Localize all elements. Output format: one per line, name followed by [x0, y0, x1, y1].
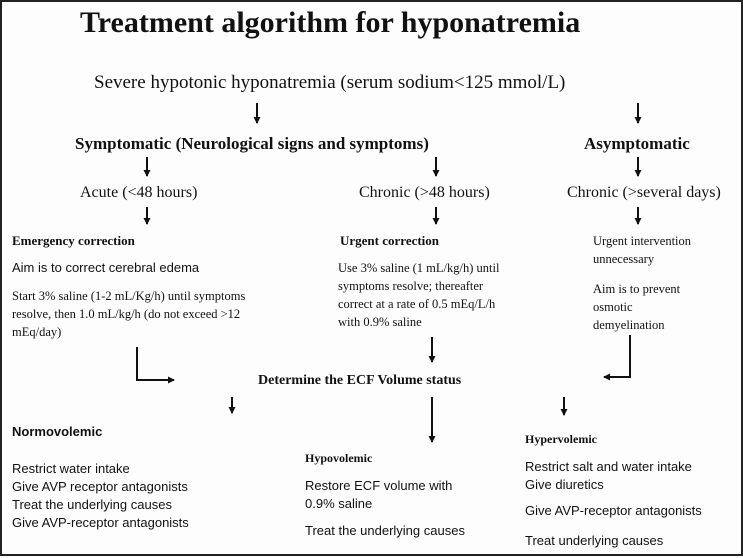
prevent-demyelination-line: demyelination	[593, 318, 665, 332]
hypovolemic-list: Restore ECF volume with 0.9% saline	[305, 477, 505, 513]
node-asymptomatic: Asymptomatic	[584, 134, 690, 153]
urgent-correction-line: symptoms resolve; thereafter	[338, 279, 484, 293]
emergency-correction-aim: Aim is to correct cerebral edema	[12, 260, 200, 275]
emergency-correction-line: mEq/day)	[12, 325, 62, 339]
hypervolemic-list: Restrict salt and water intake Give diur…	[525, 458, 740, 494]
hypervolemic-item: Treat underlying causes	[525, 533, 664, 548]
normovolemic-item: Give AVP receptor antagonists	[12, 479, 188, 494]
urgent-correction-line: correct at a rate of 0.5 mEq/L/h	[338, 297, 496, 311]
node-chronic-48: Chronic (>48 hours)	[359, 184, 490, 201]
normovolemic-item: Treat the underlying causes	[12, 497, 172, 512]
urgent-intervention-line: Urgent intervention	[593, 234, 692, 248]
hypovolemic-treat: Treat the underlying causes	[305, 523, 465, 538]
hypervolemic-heading: Hypervolemic	[525, 432, 597, 446]
node-chronic-several-days: Chronic (>several days)	[567, 184, 721, 201]
prevent-demyelination-line: osmotic	[593, 300, 633, 314]
hypervolemic-item: Give diuretics	[525, 477, 604, 492]
urgent-intervention-line: unnecessary	[593, 252, 655, 266]
emergency-correction-text: Start 3% saline (1-2 mL/Kg/h) until symp…	[12, 287, 312, 341]
urgent-correction-text: Use 3% saline (1 mL/kg/h) until symptoms…	[338, 259, 568, 331]
normovolemic-heading: Normovolemic	[12, 424, 103, 439]
hypovolemic-item: 0.9% saline	[305, 496, 373, 511]
prevent-demyelination-text: Aim is to prevent osmotic demyelination	[593, 280, 733, 334]
emergency-correction-heading: Emergency correction	[12, 233, 135, 248]
prevent-demyelination-line: Aim is to prevent	[593, 282, 681, 296]
hypovolemic-item: Restore ECF volume with	[305, 478, 453, 493]
urgent-correction-line: with 0.9% saline	[338, 315, 422, 329]
normovolemic-item: Give AVP-receptor antagonists	[12, 515, 189, 530]
node-severe-hyponatremia: Severe hypotonic hyponatremia (serum sod…	[94, 72, 566, 93]
urgent-intervention-text: Urgent intervention unnecessary	[593, 232, 733, 268]
node-symptomatic: Symptomatic (Neurological signs and symp…	[75, 134, 429, 153]
hypervolemic-item: Restrict salt and water intake	[525, 459, 692, 474]
normovolemic-list: Restrict water intake Give AVP receptor …	[12, 460, 292, 532]
node-acute: Acute (<48 hours)	[80, 184, 198, 201]
emergency-correction-line: resolve, then 1.0 mL/kg/h (do not exceed…	[12, 307, 241, 321]
hypervolemic-item: Give AVP-receptor antagonists	[525, 503, 702, 518]
emergency-correction-line: Start 3% saline (1-2 mL/Kg/h) until symp…	[12, 289, 246, 303]
urgent-correction-heading: Urgent correction	[340, 233, 440, 248]
arrow-acute-to-ecf	[136, 347, 175, 384]
diagram-title: Treatment algorithm for hyponatremia	[80, 6, 581, 39]
arrow-asym-to-ecf	[603, 335, 631, 381]
node-determine-ecf: Determine the ECF Volume status	[258, 373, 462, 388]
urgent-correction-line: Use 3% saline (1 mL/kg/h) until	[338, 261, 500, 275]
hypovolemic-heading: Hypovolemic	[305, 451, 373, 465]
normovolemic-item: Restrict water intake	[12, 461, 130, 476]
